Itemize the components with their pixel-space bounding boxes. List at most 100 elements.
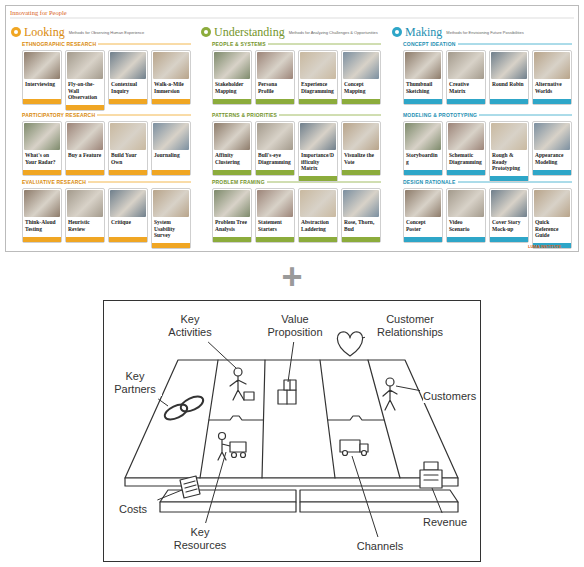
section-header: DESIGN RATIONALE bbox=[403, 179, 458, 185]
column-heading: Understanding bbox=[214, 25, 285, 39]
business-model-canvas-sketch-part bbox=[241, 453, 246, 458]
business-model-canvas-sketch-part bbox=[180, 476, 200, 498]
card-band bbox=[152, 243, 190, 248]
card-band bbox=[342, 99, 380, 104]
card-band bbox=[152, 99, 190, 104]
card-photo bbox=[110, 123, 146, 150]
leader-line bbox=[157, 490, 182, 500]
method-card: Concept Mapping bbox=[341, 50, 381, 105]
poster-title: Innovating for People bbox=[10, 9, 67, 16]
method-card: Round Robin bbox=[489, 50, 529, 105]
method-title: Rose, Thorn, Bud bbox=[342, 218, 380, 234]
card-photo bbox=[24, 123, 60, 150]
card-band bbox=[109, 99, 147, 104]
card-photo bbox=[257, 123, 293, 150]
method-card: Rough & Ready Prototyping bbox=[489, 121, 529, 182]
method-card: Statement Starters bbox=[255, 188, 295, 243]
method-card: Visualize the Vote bbox=[341, 121, 381, 176]
card-band bbox=[490, 176, 528, 181]
card-photo bbox=[405, 123, 441, 150]
business-model-canvas-sketch-part bbox=[362, 451, 367, 456]
canvas-block-label: Customer Relationships bbox=[368, 313, 454, 339]
card-band bbox=[66, 170, 104, 175]
card-band bbox=[66, 237, 104, 242]
method-card: Contextual Inquiry bbox=[108, 50, 148, 105]
business-model-canvas-sketch-part bbox=[424, 475, 438, 480]
card-photo bbox=[67, 52, 103, 79]
method-title: Thumbnail Sketching bbox=[404, 80, 442, 96]
method-title: Interviewing bbox=[23, 80, 61, 90]
canvas-block-label: Channels bbox=[350, 540, 412, 553]
business-model-canvas-sketch bbox=[125, 332, 458, 512]
business-model-canvas-sketch-part bbox=[340, 440, 360, 452]
card-photo bbox=[448, 123, 484, 150]
card-photo bbox=[448, 190, 484, 217]
business-model-canvas-sketch-part bbox=[343, 451, 348, 456]
method-card: Journaling bbox=[151, 121, 191, 176]
method-card: Problem Tree Analysis bbox=[212, 188, 252, 243]
card-band bbox=[404, 170, 442, 175]
leader-line bbox=[396, 386, 420, 391]
method-title: Build Your Own bbox=[109, 151, 147, 167]
method-title: Storyboarding bbox=[404, 151, 442, 167]
card-photo bbox=[300, 123, 336, 150]
business-model-canvas-sketch-part bbox=[244, 392, 254, 400]
column-subtitle: Methods for Analyzing Challenges & Oppor… bbox=[289, 30, 378, 35]
business-model-canvas-sketch-part bbox=[218, 440, 230, 460]
card-band bbox=[447, 170, 485, 175]
method-title: Heuristic Review bbox=[66, 218, 104, 234]
card-photo bbox=[343, 123, 379, 150]
method-title: Statement Starters bbox=[256, 218, 294, 234]
business-model-canvas-sketch-part bbox=[262, 360, 265, 478]
method-title: Visualize the Vote bbox=[342, 151, 380, 167]
method-card: Bull's-eye Diagramming bbox=[255, 121, 295, 176]
card-photo bbox=[257, 52, 293, 79]
leader-line bbox=[206, 452, 226, 523]
method-title: Affinity Clustering bbox=[213, 151, 251, 167]
poster-decoration-part bbox=[11, 27, 21, 37]
card-band bbox=[256, 237, 294, 242]
method-title: Think-Aloud Testing bbox=[23, 218, 61, 234]
card-band bbox=[299, 99, 337, 104]
poster-decoration-part bbox=[395, 30, 399, 34]
section-header: PARTICIPATORY RESEARCH bbox=[22, 112, 97, 118]
method-card: Experience Diagramming bbox=[298, 50, 338, 105]
method-card: Critique bbox=[108, 188, 148, 243]
section-header: MODELING & PROTOTYPING bbox=[403, 112, 479, 118]
method-card: Rose, Thorn, Bud bbox=[341, 188, 381, 243]
poster-decoration-part bbox=[10, 18, 574, 19]
card-band bbox=[447, 237, 485, 242]
method-card: Build Your Own bbox=[108, 121, 148, 176]
method-card: Stakeholder Mapping bbox=[212, 50, 252, 105]
method-title: Alternative Worlds bbox=[533, 80, 571, 96]
method-title: Problem Tree Analysis bbox=[213, 218, 251, 234]
method-card: Concept Poster bbox=[403, 188, 443, 243]
card-photo bbox=[534, 123, 570, 150]
column-heading: Looking bbox=[24, 25, 65, 39]
business-model-canvas-sketch-part bbox=[287, 380, 290, 404]
business-model-canvas-sketch-part bbox=[300, 502, 458, 512]
section-header: CONCEPT IDEATION bbox=[403, 41, 458, 47]
card-photo bbox=[300, 52, 336, 79]
card-photo bbox=[534, 52, 570, 79]
card-band bbox=[109, 237, 147, 242]
card-photo bbox=[343, 190, 379, 217]
method-title: Abstraction Laddering bbox=[299, 218, 337, 234]
business-model-canvas-sketch-part bbox=[179, 393, 206, 414]
method-title: Critique bbox=[109, 218, 147, 228]
card-band bbox=[490, 99, 528, 104]
method-card: Fly-on-the-Wall Observation bbox=[65, 50, 105, 111]
method-title: Video Scenario bbox=[447, 218, 485, 234]
leader-line bbox=[362, 337, 365, 339]
card-band bbox=[66, 105, 104, 110]
card-band bbox=[342, 170, 380, 175]
card-photo bbox=[405, 52, 441, 79]
card-photo bbox=[214, 52, 250, 79]
card-band bbox=[404, 237, 442, 242]
business-model-canvas-sketch-part bbox=[328, 416, 384, 420]
method-card: Persona Profile bbox=[255, 50, 295, 105]
method-card: Video Scenario bbox=[446, 188, 486, 243]
method-title: Cover Story Mock-up bbox=[490, 218, 528, 234]
method-title: Schematic Diagramming bbox=[447, 151, 485, 167]
method-title: Stakeholder Mapping bbox=[213, 80, 251, 96]
